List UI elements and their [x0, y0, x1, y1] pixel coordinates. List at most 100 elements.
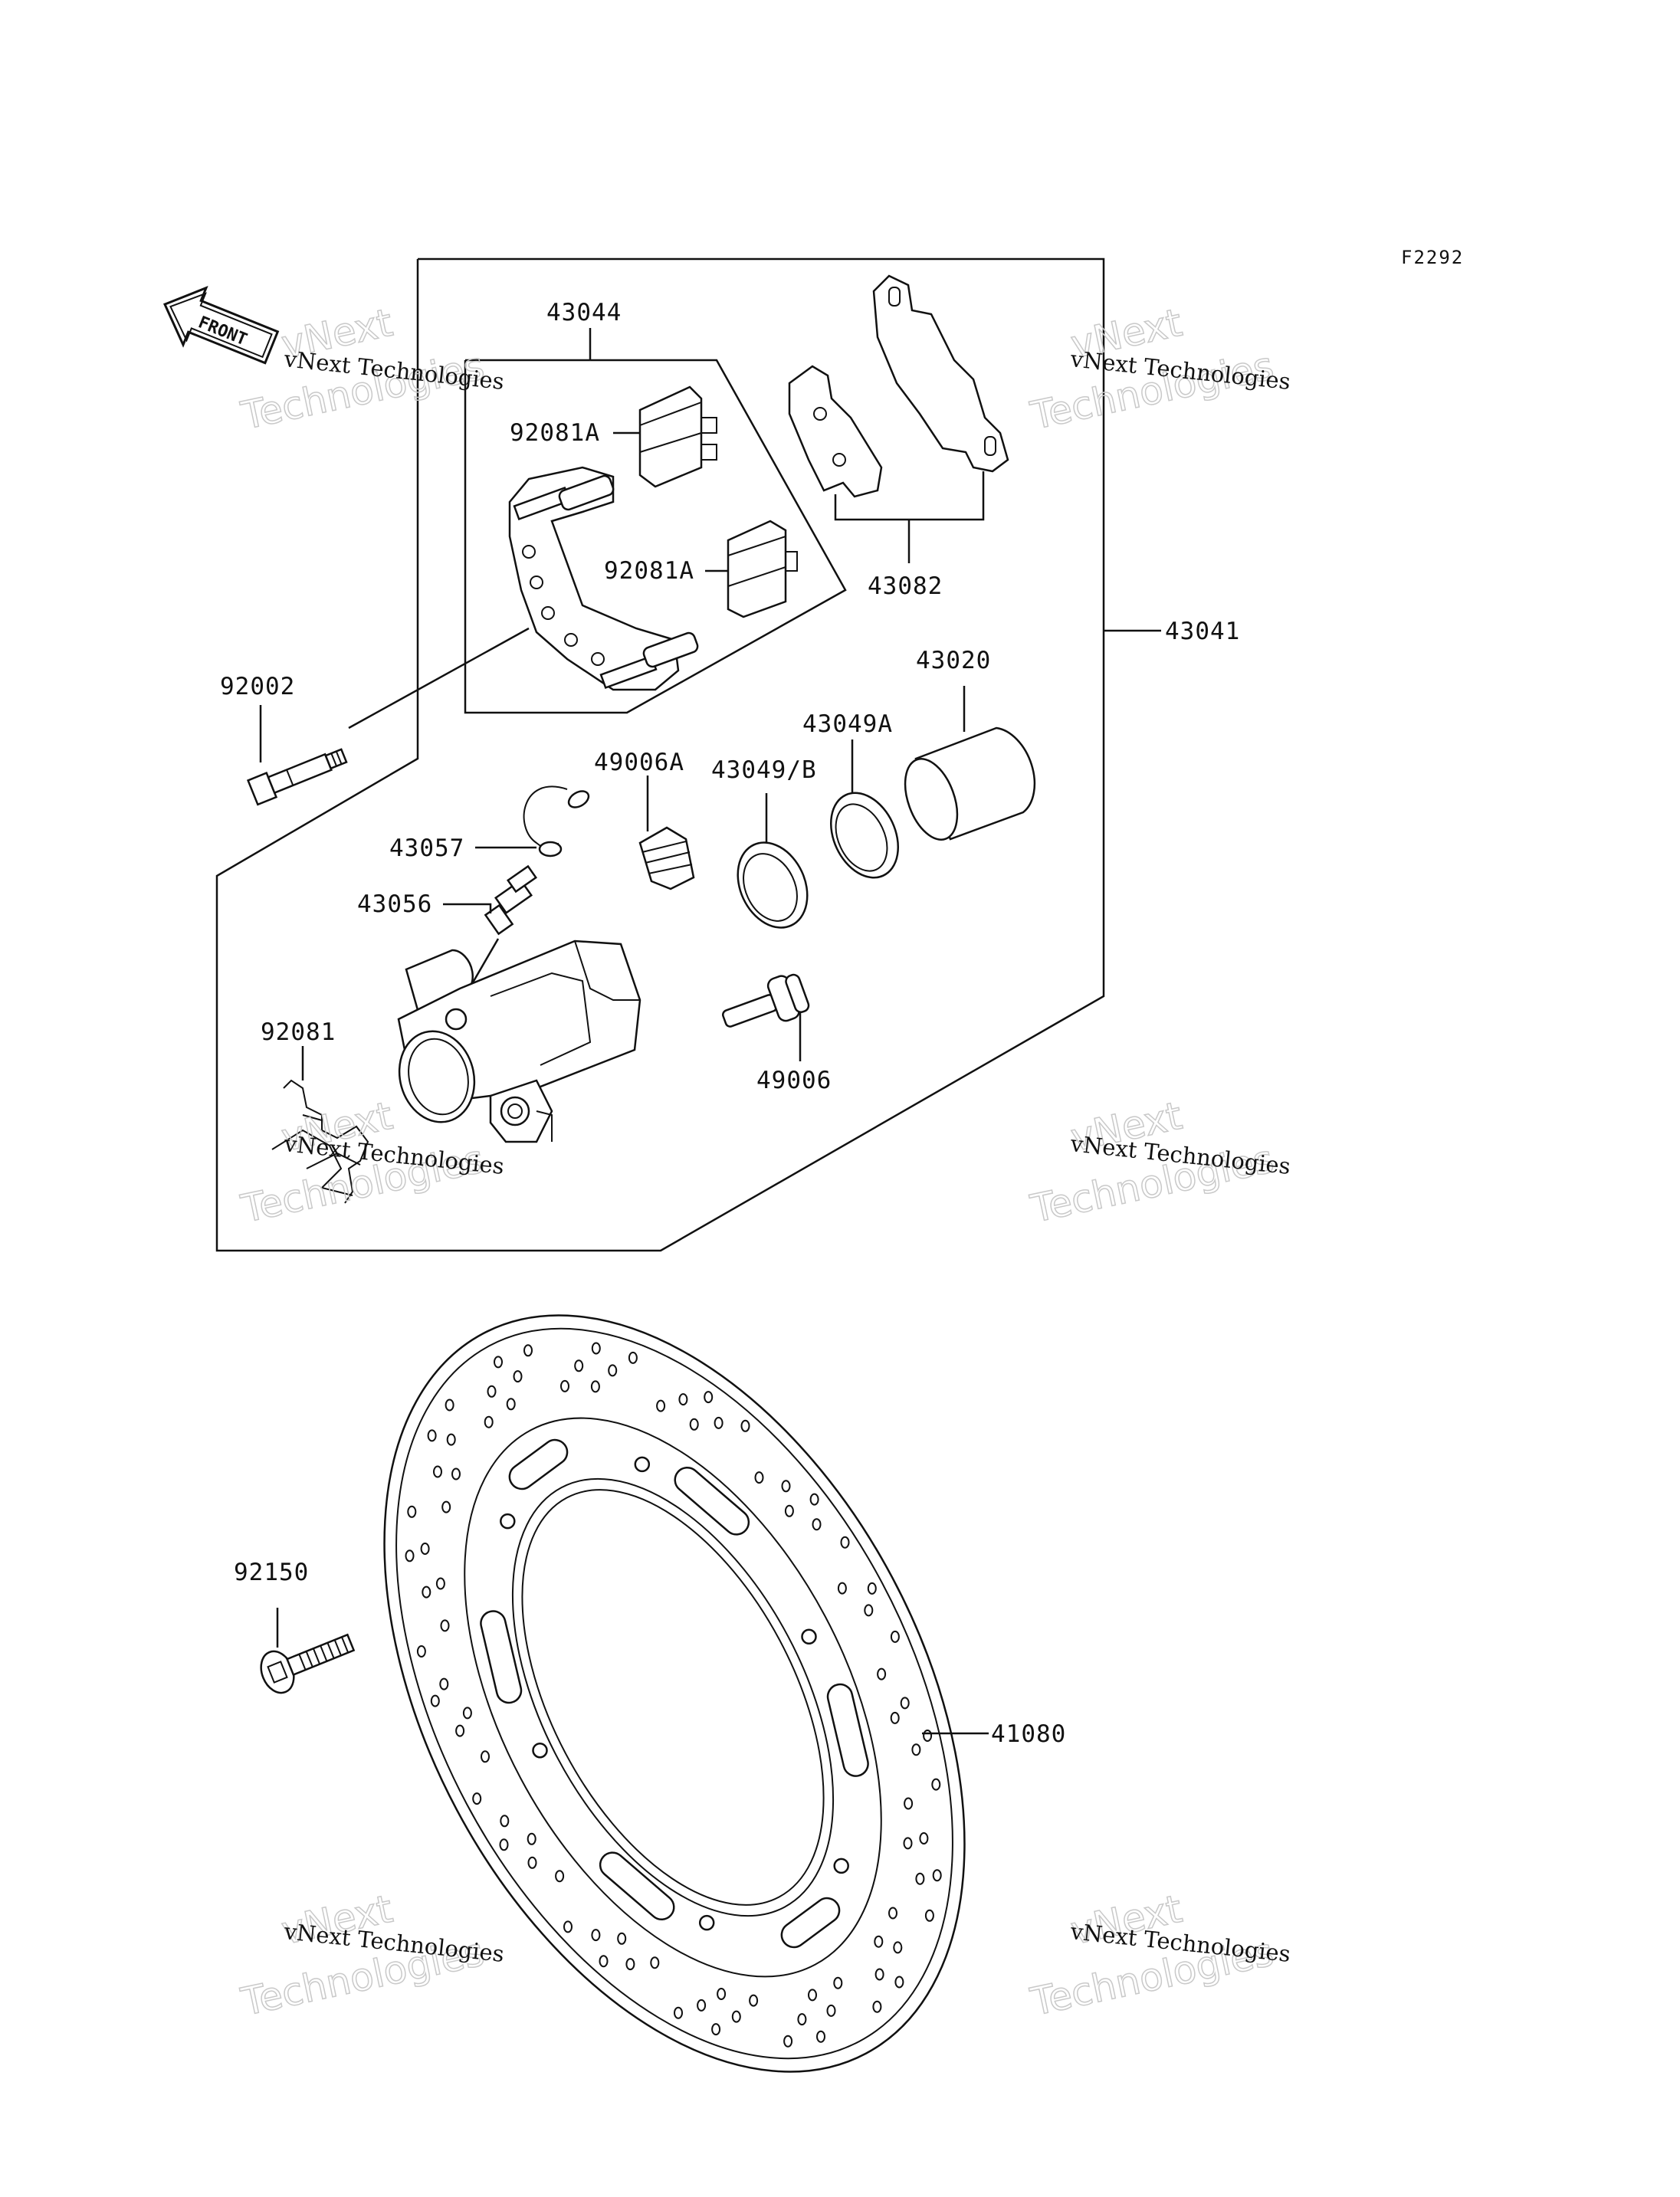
- disc-hole: [440, 1619, 450, 1632]
- label-92081A-lower: 92081A: [604, 557, 694, 585]
- label-43057: 43057: [389, 835, 464, 862]
- disc-hole: [523, 1344, 533, 1357]
- disc-bolt-hole: [634, 1456, 651, 1473]
- disc-hole: [608, 1364, 618, 1377]
- disc-hole: [890, 1630, 900, 1643]
- label-43041: 43041: [1165, 618, 1240, 645]
- disc-hole: [864, 1604, 874, 1617]
- disc-hole: [888, 1907, 897, 1920]
- disc-slot: [480, 1610, 523, 1704]
- disc-bolt-hole: [801, 1628, 817, 1645]
- disc-hole: [932, 1869, 942, 1882]
- seal-43049B: [737, 841, 809, 929]
- disc-hole: [484, 1415, 494, 1428]
- disc-slot: [780, 1897, 841, 1949]
- bleeder-43056: [484, 864, 538, 936]
- disc-hole: [919, 1832, 929, 1844]
- disc-slot: [599, 1851, 675, 1921]
- disc-hole: [405, 1549, 415, 1562]
- disc-hole: [427, 1429, 437, 1442]
- disc-hole: [904, 1797, 914, 1810]
- disc-slot: [508, 1438, 569, 1490]
- piston-43020: [904, 726, 1036, 841]
- disc-slot: [826, 1683, 869, 1777]
- disc-hole: [704, 1391, 714, 1404]
- disc-hole: [435, 1577, 445, 1590]
- disc-hole: [893, 1941, 903, 1954]
- label-43049A: 43049A: [802, 710, 893, 738]
- disc-hole: [527, 1832, 536, 1845]
- disc-bolt-hole: [500, 1513, 516, 1530]
- disc-hole: [812, 1518, 822, 1531]
- disc-hole: [697, 1999, 707, 2012]
- disc-hole: [422, 1585, 431, 1599]
- disc-hole: [591, 1929, 601, 1942]
- disc-hole: [441, 1500, 451, 1513]
- disc-hole: [455, 1724, 465, 1737]
- disc-hole: [560, 1379, 569, 1392]
- label-49006A: 49006A: [594, 749, 684, 776]
- front-arrow-icon: FRONT: [162, 286, 280, 365]
- kit-43044-outline: [464, 359, 847, 714]
- seal-43049A: [829, 792, 900, 879]
- disc-bolt-hole: [833, 1858, 849, 1874]
- disc-hole: [924, 1909, 934, 1922]
- disc-hole: [439, 1677, 449, 1690]
- disc-hole: [433, 1465, 442, 1478]
- disc-hole: [731, 2010, 741, 2023]
- disc-hole: [451, 1467, 461, 1481]
- disc-hole: [903, 1837, 913, 1850]
- disc-hole: [499, 1838, 509, 1851]
- disc-hole: [678, 1393, 688, 1406]
- disc-hole: [481, 1750, 490, 1763]
- disc-hole: [599, 1955, 609, 1968]
- disc-hole: [591, 1342, 601, 1355]
- disc-hole: [915, 1872, 925, 1885]
- disc-hole: [797, 2013, 807, 2026]
- disc-hole: [900, 1697, 910, 1710]
- label-43020: 43020: [916, 647, 991, 674]
- disc-hole: [617, 1932, 627, 1945]
- disc-hole: [833, 1976, 843, 1989]
- disc-hole: [416, 1645, 426, 1658]
- disc-hole: [711, 2023, 721, 2036]
- disc-hole: [487, 1385, 497, 1398]
- disc-hole: [472, 1792, 482, 1805]
- disc-hole: [407, 1505, 417, 1518]
- disc-hole: [840, 1536, 850, 1549]
- disc-hole: [740, 1419, 750, 1432]
- disc-hole: [826, 2004, 836, 2017]
- label-43082: 43082: [868, 572, 943, 600]
- disc-hole: [867, 1582, 877, 1595]
- disc-hole: [430, 1694, 440, 1707]
- caliper-body: [397, 939, 641, 1143]
- disc-hole: [717, 1988, 727, 2000]
- screw-92150: [260, 1633, 356, 1694]
- disc-hole: [420, 1543, 430, 1555]
- disc-hole: [809, 1493, 819, 1506]
- disc-hole: [808, 1989, 817, 2002]
- disc-hole: [837, 1582, 847, 1595]
- disc-hole: [911, 1743, 921, 1756]
- pad-spring-upper: [638, 385, 717, 488]
- label-49006: 49006: [756, 1067, 832, 1094]
- disc-hole: [574, 1359, 584, 1372]
- caliper-bracket: [508, 466, 699, 691]
- label-41080: 41080: [991, 1720, 1066, 1748]
- disc-hole: [784, 1504, 794, 1517]
- disc-hole: [931, 1778, 941, 1791]
- label-92081: 92081: [261, 1018, 336, 1046]
- disc-hole: [923, 1730, 933, 1742]
- pad-spring-lower: [727, 520, 798, 618]
- leader-43056: [443, 903, 492, 913]
- disc-hole: [625, 1958, 635, 1971]
- label-92150: 92150: [234, 1559, 309, 1586]
- disc-hole: [749, 1994, 759, 2007]
- disc-hole: [754, 1471, 764, 1484]
- disc-hole: [590, 1380, 600, 1393]
- disc-hole: [650, 1956, 660, 1969]
- pad-spring-92081: [271, 1079, 369, 1204]
- disc-hole: [555, 1870, 565, 1883]
- diagram-code: F2292: [1401, 247, 1464, 268]
- disc-hole: [874, 1935, 884, 1948]
